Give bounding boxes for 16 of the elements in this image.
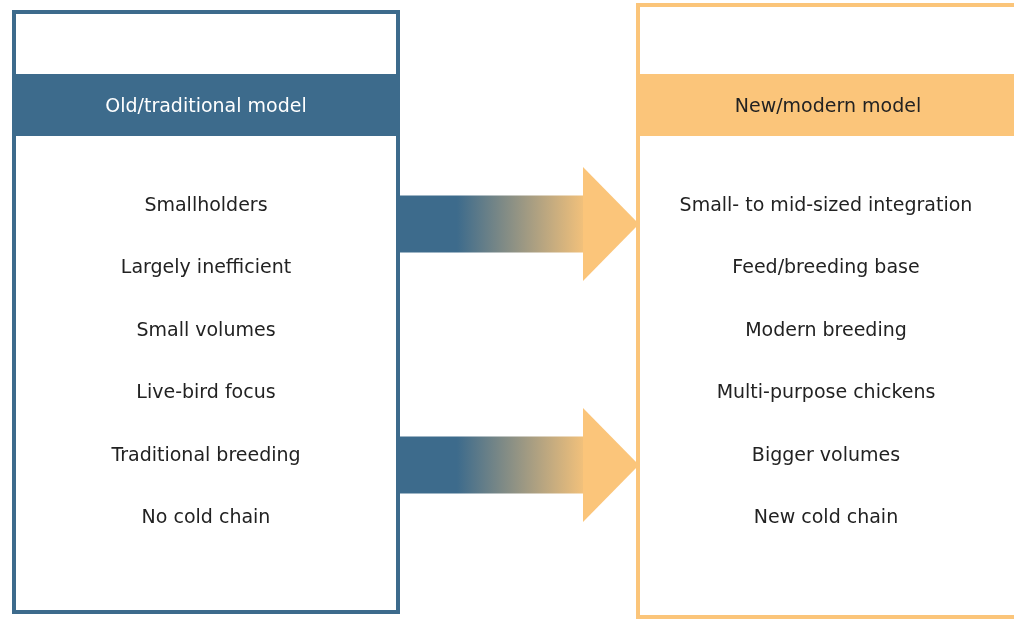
list-item: Traditional breeding xyxy=(110,442,302,465)
list-item: Smallholders xyxy=(143,193,269,215)
list-item: No cold chain xyxy=(140,505,272,527)
list-item: Small volumes xyxy=(135,317,277,340)
list-item: Feed/breeding base xyxy=(731,255,921,278)
list-item: Multi-purpose chickens xyxy=(715,380,937,403)
list-item: Bigger volumes xyxy=(750,442,902,465)
list-item: Small- to mid-sized integration xyxy=(678,193,974,215)
list-item: New cold chain xyxy=(752,505,900,527)
model-panel xyxy=(12,10,400,614)
list-item: Live-bird focus xyxy=(135,380,277,403)
model-panel xyxy=(636,3,1014,619)
header-band: Old/traditional model xyxy=(16,74,396,136)
header-band: New/modern model xyxy=(640,74,1014,136)
list-item: Largely inefficient xyxy=(119,255,293,278)
list-item: Modern breeding xyxy=(744,317,908,340)
